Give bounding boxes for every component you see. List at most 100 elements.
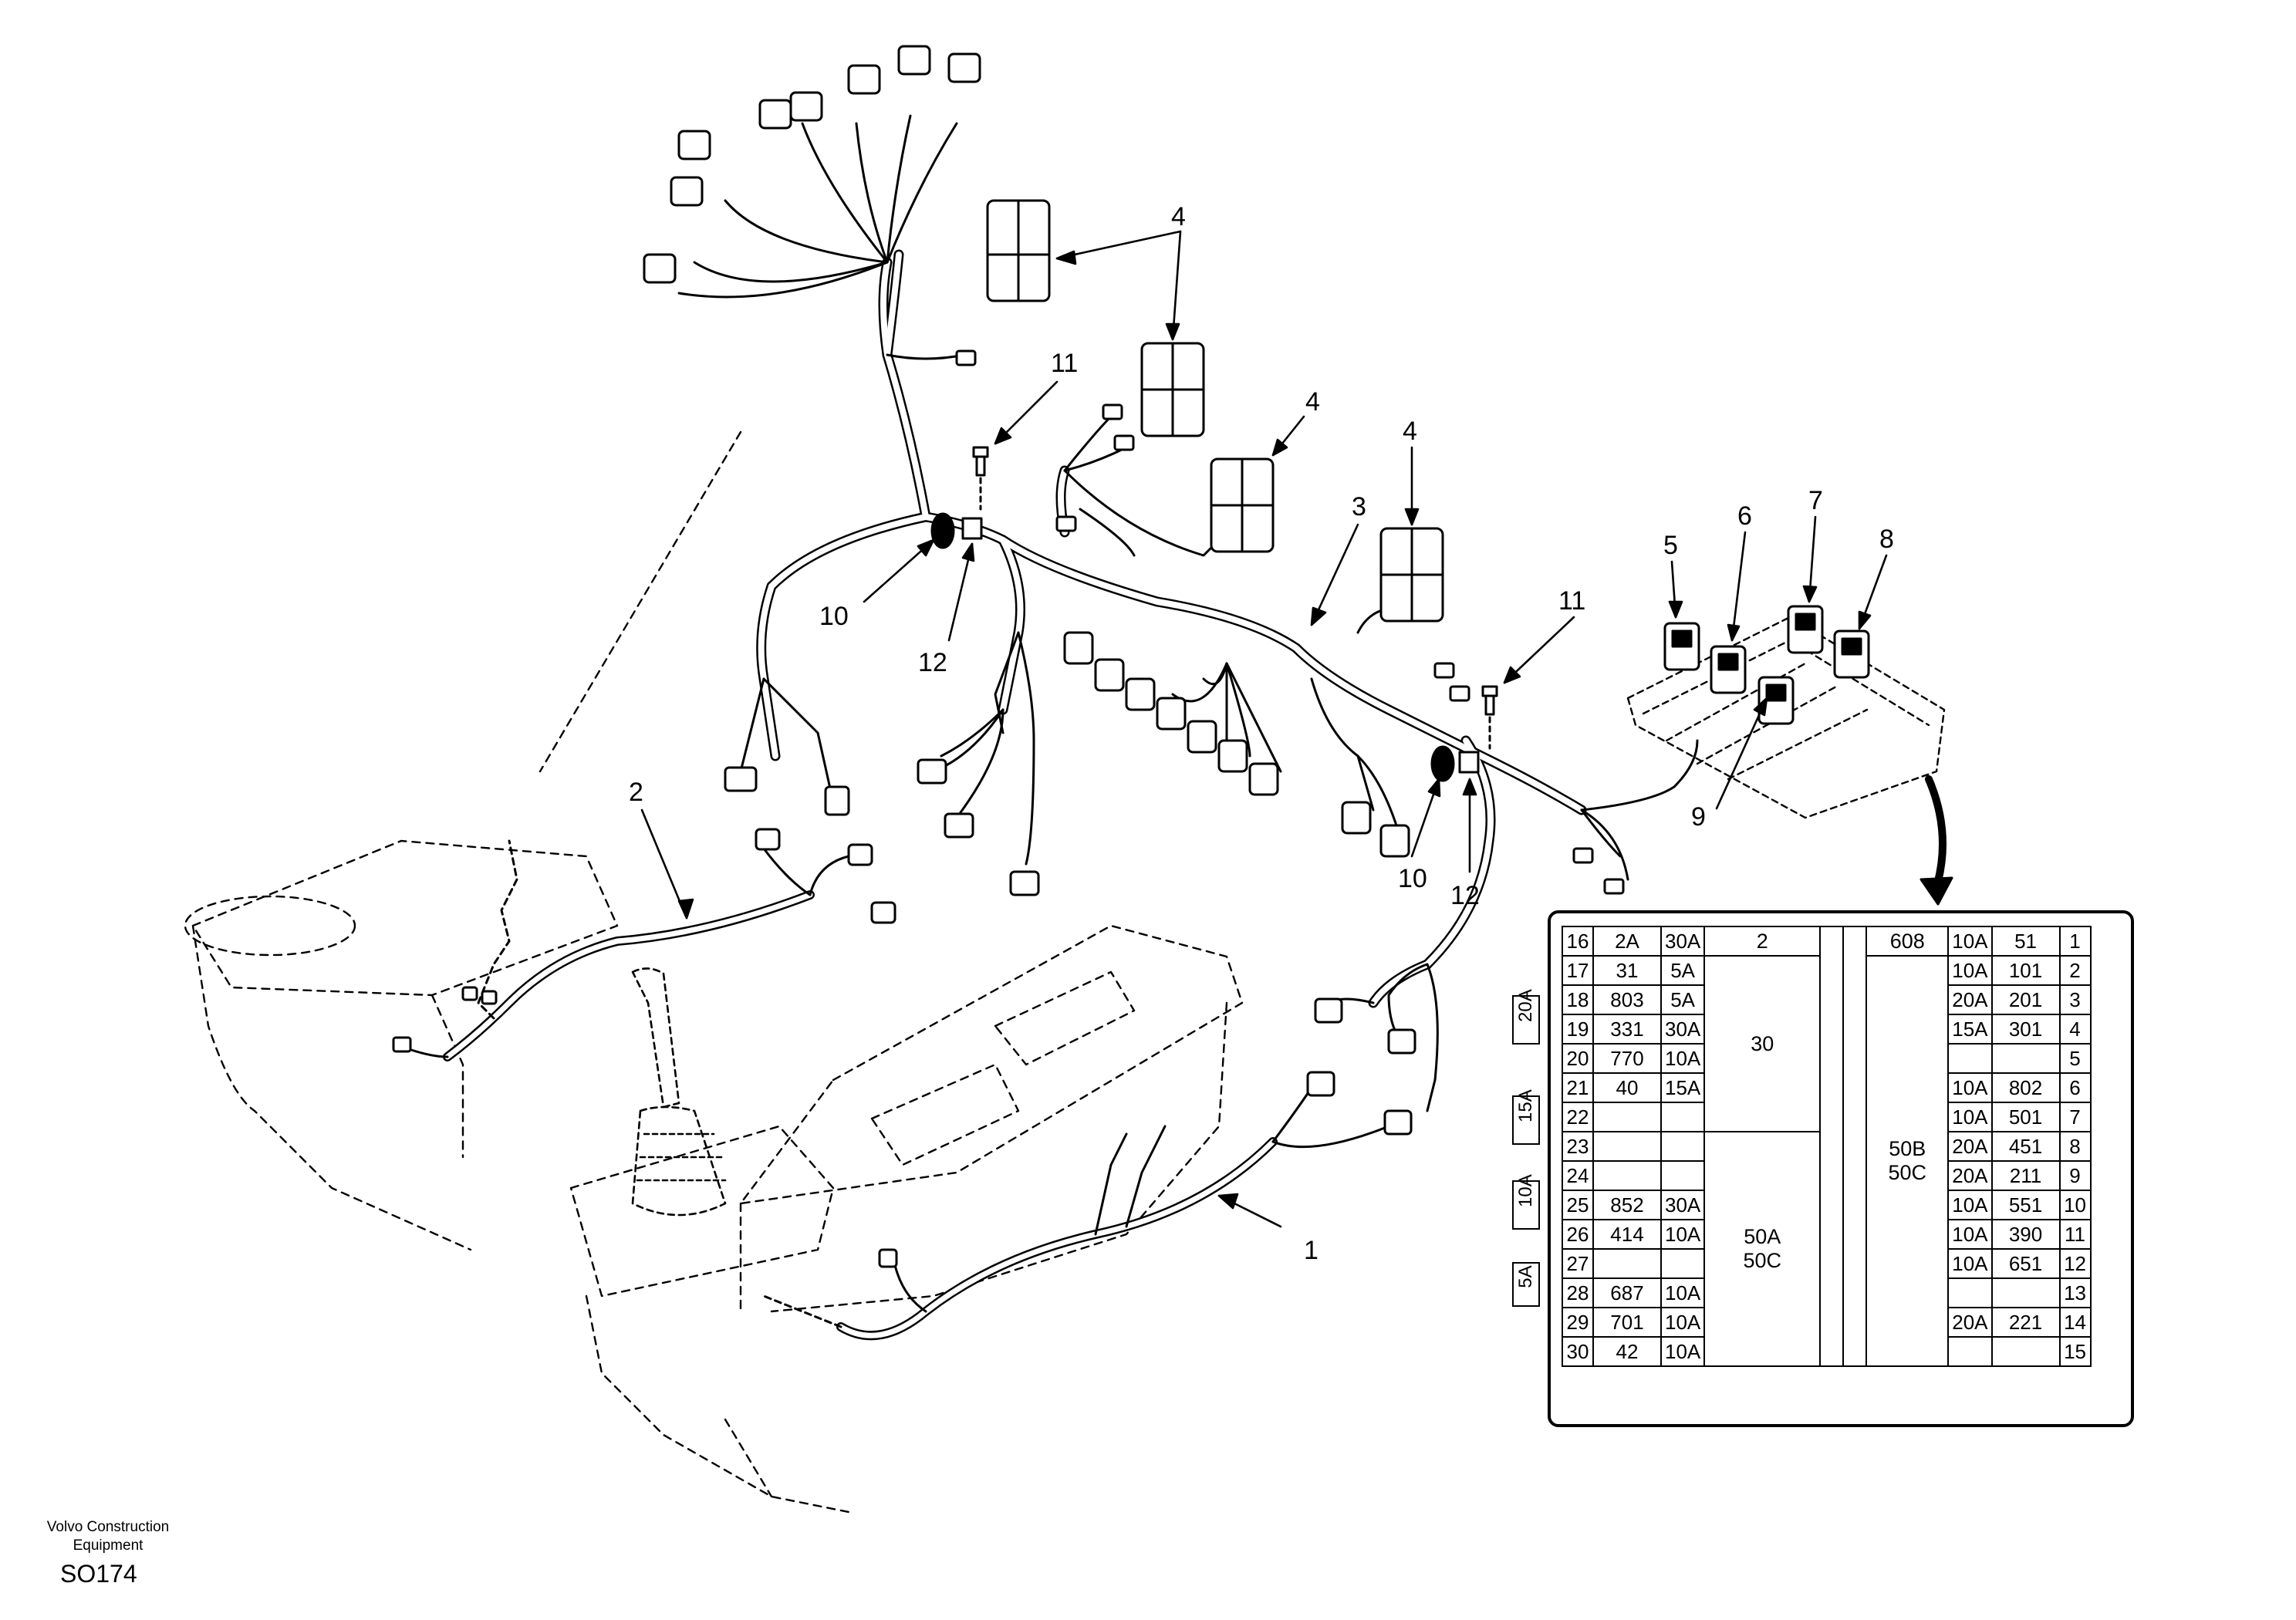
callout-5: 5 — [1663, 531, 1678, 560]
circuit-number: 852 — [1592, 1190, 1662, 1220]
circuit-number: 414 — [1592, 1219, 1662, 1250]
fuse-number: 30 — [1562, 1336, 1594, 1367]
callout-4b: 4 — [1305, 387, 1320, 417]
fuse-number: 24 — [1562, 1160, 1594, 1191]
brand-line-2: Equipment — [73, 1537, 144, 1554]
callout-labels: 1 2 3 4 4 4 4 5 6 7 8 9 10 10 11 11 12 1… — [629, 202, 1894, 1265]
harness-2 — [407, 839, 850, 1061]
circuit-number: 390 — [1990, 1219, 2061, 1250]
fuse-number: 29 — [1562, 1307, 1594, 1338]
top-branch-wires — [677, 114, 1699, 1112]
feed-group: 30 — [1703, 955, 1822, 1132]
fuse-rating: 20A — [1947, 1131, 1993, 1162]
circuit-number: 40 — [1592, 1072, 1662, 1103]
fuse-rating: 10A — [1660, 1043, 1706, 1074]
callout-10b: 10 — [1398, 864, 1427, 893]
circuit-number: 551 — [1990, 1190, 2061, 1220]
circuit-number — [1990, 1043, 2061, 1074]
fuse-number: 16 — [1562, 926, 1594, 957]
callout-4a: 4 — [1171, 202, 1186, 231]
rating-tag: 10A — [1512, 1174, 1540, 1230]
circuit-number: 211 — [1990, 1160, 2061, 1191]
rating-tag: 15A — [1512, 1089, 1540, 1145]
circuit-number — [1990, 1277, 2061, 1308]
fuse-rating — [1660, 1248, 1706, 1279]
circuit-number: 803 — [1592, 984, 1662, 1015]
fuse-number: 25 — [1562, 1190, 1594, 1220]
callout-8: 8 — [1879, 525, 1894, 554]
fuse-number: 3 — [2058, 984, 2092, 1015]
fuse-number: 26 — [1562, 1219, 1594, 1250]
fuse-number: 6 — [2058, 1072, 2092, 1103]
fuse-number: 11 — [2058, 1219, 2092, 1250]
circuit-number — [1592, 1102, 1662, 1132]
fuse-number: 10 — [2058, 1190, 2092, 1220]
fuse-rating: 10A — [1947, 955, 1993, 986]
divider-cell — [1819, 926, 1845, 1367]
fuse-rating — [1947, 1043, 1993, 1074]
fuse-rating: 10A — [1947, 1219, 1993, 1250]
fuse-number: 9 — [2058, 1160, 2092, 1191]
fuse-rating — [1947, 1277, 1993, 1308]
circuit-number: 451 — [1990, 1131, 2061, 1162]
fuse-rating: 10A — [1660, 1277, 1706, 1308]
callout-11a: 11 — [1051, 349, 1078, 378]
fuse-number: 1 — [2058, 926, 2092, 957]
fuse-rating — [1660, 1131, 1706, 1162]
feed-group: 608 — [1866, 926, 1950, 957]
bolts — [972, 446, 1498, 750]
circuit-number: 651 — [1990, 1248, 2061, 1279]
detail-arrow — [1920, 775, 1953, 906]
fuse-number: 14 — [2058, 1307, 2092, 1338]
callout-1: 1 — [1304, 1236, 1319, 1265]
callout-2: 2 — [629, 778, 643, 807]
fuse-rating: 10A — [1947, 1072, 1993, 1103]
circuit-number: 31 — [1592, 955, 1662, 986]
callout-6: 6 — [1737, 501, 1752, 531]
circuit-number: 301 — [1990, 1014, 2061, 1045]
fuse-rating: 10A — [1660, 1336, 1706, 1367]
fuse-rating: 10A — [1947, 926, 1993, 957]
brand-line-1: Volvo Construction — [46, 1519, 170, 1535]
circuit-number: 770 — [1592, 1043, 1662, 1074]
circuit-number: 331 — [1592, 1014, 1662, 1045]
brand-label: Volvo Construction Equipment — [23, 1518, 193, 1555]
fuse-number: 28 — [1562, 1277, 1594, 1308]
fuse-rating: 15A — [1947, 1014, 1993, 1045]
fuses — [1663, 605, 1870, 725]
callout-9: 9 — [1691, 802, 1706, 832]
callout-4c: 4 — [1403, 417, 1417, 446]
drawing-code: SO174 — [60, 1560, 137, 1588]
feed-group: 2 — [1703, 926, 1822, 957]
rating-tag: 5A — [1512, 1262, 1540, 1307]
fuse-rating: 10A — [1947, 1248, 1993, 1279]
clamps — [930, 512, 1480, 782]
fuse-rating: 10A — [1660, 1219, 1706, 1250]
fuse-number: 13 — [2058, 1277, 2092, 1308]
circuit-number — [1990, 1336, 2061, 1367]
circuit-number: 51 — [1990, 926, 2061, 957]
fuse-number: 18 — [1562, 984, 1594, 1015]
fuse-number: 21 — [1562, 1072, 1594, 1103]
fuse-rating: 15A — [1660, 1072, 1706, 1103]
fuse-number: 4 — [2058, 1014, 2092, 1045]
harness-1 — [762, 1086, 1390, 1341]
fuse-rating: 10A — [1660, 1307, 1706, 1338]
circuit-number — [1592, 1160, 1662, 1191]
fuse-rating: 30A — [1660, 926, 1706, 957]
